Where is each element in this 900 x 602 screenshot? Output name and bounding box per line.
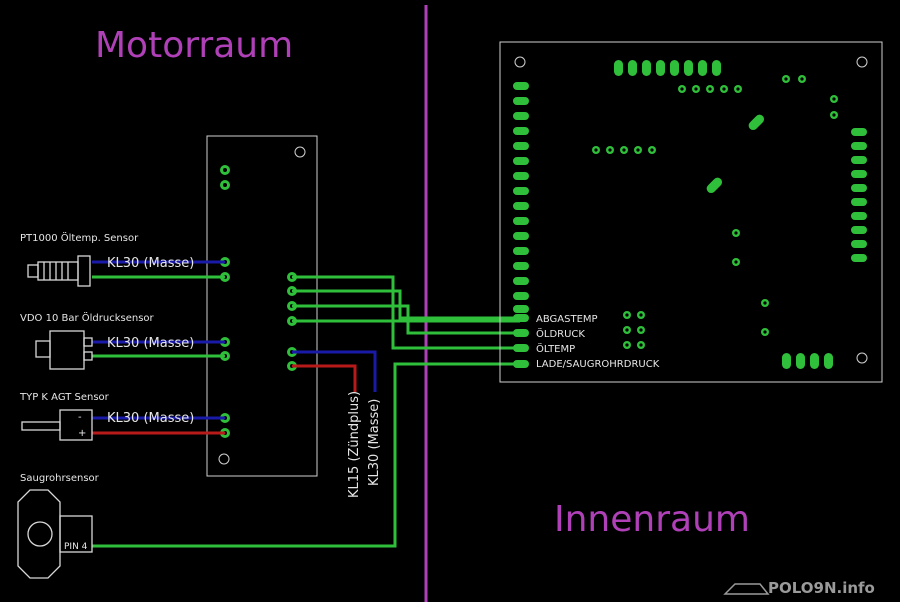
zone-label-innenraum: Innenraum	[554, 499, 750, 540]
input-label-oeldruck: ÖLDRUCK	[536, 327, 585, 340]
wire-oeltemp	[292, 275, 520, 350]
sensor-saugrohr-pin: PIN 4	[64, 542, 88, 552]
sensor-vdo: VDO 10 Bar Öldrucksensor KL30 (Masse)	[20, 311, 194, 370]
sensor-saugrohr-title: Saugrohrsensor	[20, 473, 100, 484]
pcb-bottom-header	[782, 353, 833, 369]
sensor-vdo-wire-label: KL30 (Masse)	[107, 336, 194, 351]
sensor-agt-minus: -	[78, 412, 82, 423]
zone-label-motorraum: Motorraum	[95, 25, 293, 66]
sensor-vdo-title: VDO 10 Bar Öldrucksensor	[20, 311, 155, 324]
sensor-agt-wire-label: KL30 (Masse)	[107, 411, 194, 426]
wires	[92, 260, 520, 548]
input-label-lade: LADE/SAUGROHRDRUCK	[536, 359, 660, 370]
car-logo-icon	[723, 583, 770, 595]
wire-saugrohr-signal	[92, 362, 520, 548]
pcb-top-header	[614, 60, 721, 76]
power-label-kl30: KL30 (Masse)	[367, 399, 382, 486]
pcb-left-header	[513, 82, 529, 368]
main-pcb: ABGASTEMP ÖLDRUCK ÖLTEMP LADE/SAUGROHRDR…	[499, 41, 883, 383]
sensor-agt: TYP K AGT Sensor - + KL30 (Masse)	[19, 392, 194, 441]
power-label-kl15: KL15 (Zündplus)	[347, 391, 362, 498]
input-label-abgastemp: ABGASTEMP	[536, 314, 598, 325]
watermark-text: POLO9N.info	[768, 579, 875, 597]
sensor-agt-plus: +	[78, 428, 86, 439]
pcb-right-header	[851, 128, 867, 262]
sensor-pt1000: PT1000 Öltemp. Sensor KL30 (Masse)	[20, 231, 194, 287]
sensor-saugrohr: Saugrohrsensor PIN 4	[17, 473, 100, 579]
wire-kl30	[292, 350, 377, 392]
connector-pads	[220, 165, 297, 438]
sensor-pt1000-title: PT1000 Öltemp. Sensor	[20, 231, 139, 244]
wire-kl15	[292, 364, 357, 392]
pcb-vias	[592, 75, 838, 349]
pcb-input-labels: ABGASTEMP ÖLDRUCK ÖLTEMP LADE/SAUGROHRDR…	[536, 314, 660, 370]
input-label-oeltemp: ÖLTEMP	[536, 342, 575, 355]
sensor-pt1000-wire-label: KL30 (Masse)	[107, 256, 194, 271]
sensor-agt-title: TYP K AGT Sensor	[19, 392, 110, 403]
watermark: POLO9N.info	[723, 579, 875, 597]
